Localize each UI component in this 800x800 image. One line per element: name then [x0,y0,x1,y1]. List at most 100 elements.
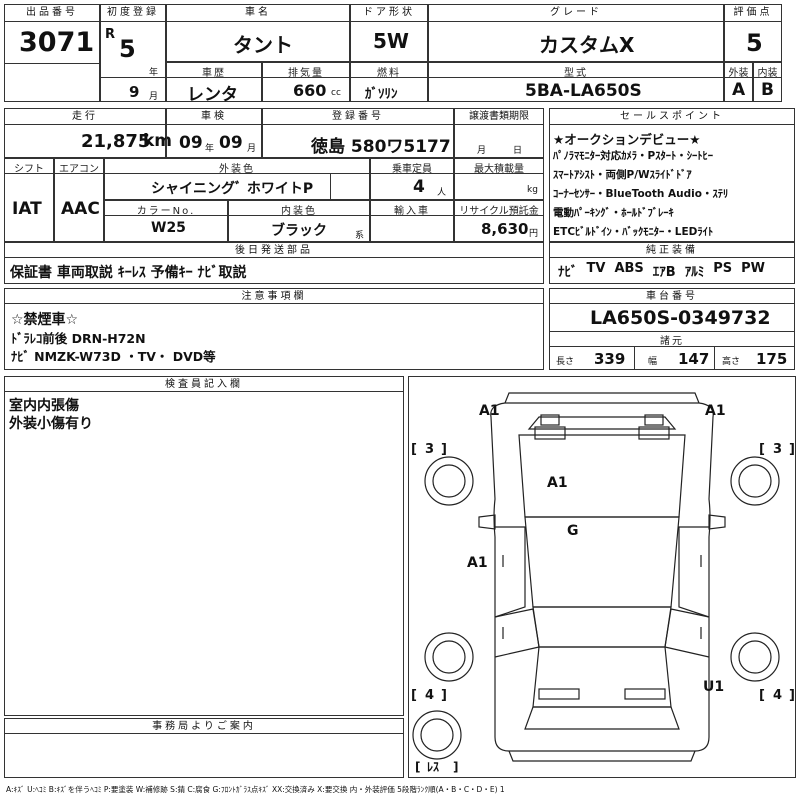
office-title: 事務局よりご案内 [5,719,403,734]
displacement: 660 [293,81,327,100]
damage-mark: A1 [467,555,488,571]
inspection-year-unit: 年 [205,144,215,154]
later-parts-text: 保証書 車両取説 ｷｰﾚｽ 予備ｷｰ ﾅﾋﾞ取説 [10,265,247,281]
mileage: 21,875 [81,131,151,152]
history: レンタ [187,85,238,105]
damage-mark: G [567,523,579,539]
inspector-panel: 検査員記入欄 室内内張傷 外装小傷有り [4,376,404,716]
displacement-label: 排気量 [288,68,324,79]
interior-grade-label: 内装 [757,68,778,79]
chassis-title: 車台番号 [550,289,794,304]
capacity-cell: 乗車定員 4 人 [370,158,454,200]
later-parts-cell: 後日発送部品 保証書 車両取説 ｷｰﾚｽ 予備ｷｰ ﾅﾋﾞ取説 [4,242,544,284]
car-name: タント [233,33,293,57]
recycle-label: リサイクル預託金 [459,206,539,217]
exterior-grade: A [732,80,746,100]
reg-no: 徳島 580ワ5177 [311,137,451,157]
score-label: 評価点 [725,5,781,22]
chassis-panel: 車台番号 LA650S-0349732 諸元 長さ 339 幅 147 高さ 1… [549,288,795,370]
recycle-cell: リサイクル預託金 8,630 円 [454,200,544,242]
model-label: 型式 [564,68,588,79]
recycle-unit: 円 [529,229,539,239]
legend-text: A:ｷｽﾞ U:ﾍｺﾐ B:ｷｽﾞを伴うﾍｺﾐ P:要塗装 W:補修跡 S:錆 … [6,785,505,794]
color-no-cell: カラーNo. W25 [104,200,228,242]
sales-points-list: ★オークションデビュー★ ﾊﾟﾉﾗﾏﾓﾆﾀｰ対応ｶﾒﾗ・Pｽﾀｰﾄ・ｼｰﾄﾋｰ … [553,129,793,243]
dims-title: 諸元 [660,336,684,347]
recycle: 8,630 [481,220,529,238]
first-reg-label: 初度登録 [101,5,165,22]
door-cell: ドア形状 5W [350,4,428,62]
color-no-label: カラーNo. [136,206,196,217]
first-reg-year-unit: 年 [149,68,159,78]
fuel-label: 燃料 [377,68,401,79]
history-cell: 車歴 レンタ [166,62,262,105]
int-color: ブラック [271,223,327,239]
mileage-cell: 走行 21,875 km [4,108,172,158]
exterior-grade-label: 外装 [728,68,749,79]
door-label: ドア形状 [351,5,427,22]
load-cell: 最大積載量 kg [454,158,544,200]
car-name-cell: 車名 タント [166,4,350,62]
int-color-cell: 内装色 ブラック 系 [228,200,370,242]
displacement-unit: cc [331,88,341,98]
width-label: 幅 [648,357,658,367]
inspection-year: 09 [179,133,203,153]
svg-text:]: ] [441,442,447,457]
first-reg-cell: 初度登録 R 5 年 9 月 [100,4,166,102]
fuel-cell: 燃料 ｶﾞｿﾘﾝ [350,62,428,102]
ext-color-cell: 外装色 シャイニングﾞ ホワイトP [104,158,370,200]
damage-mark: A1 [705,403,726,419]
height-label: 高さ [722,357,741,367]
shift-cell: シフト IAT [4,158,54,242]
notes-line: ☆禁煙車☆ [11,312,79,328]
sales-point-line: 電動ﾊﾟｰｷﾝｸﾞ・ﾎｰﾙﾄﾞﾌﾞﾚｰｷ [553,207,674,219]
length: 339 [594,350,626,368]
equipment-panel: 純正装備 ﾅﾋﾞ TV ABS ｴｱB ｱﾙﾐ PS PW [549,242,795,284]
notes-line: ﾅﾋﾞ NMZK-W73D ・TV・ DVD等 [11,349,216,364]
inspection-label: 車検 [167,109,261,125]
score-cell: 評価点 5 [724,4,782,62]
sales-point-line: ﾊﾟﾉﾗﾏﾓﾆﾀｰ対応ｶﾒﾗ・Pｽﾀｰﾄ・ｼｰﾄﾋｰ [553,150,713,162]
tire-rating: 3 [773,442,782,457]
car-diagram: A1 A1 A1 G A1 U1 [ 3 ] [ 3 ] [ 4 ] [ 4 ]… [411,392,795,774]
sales-points-panel: セールスポイント ★オークションデビュー★ ﾊﾟﾉﾗﾏﾓﾆﾀｰ対応ｶﾒﾗ・Pｽﾀ… [549,108,795,242]
svg-text:[: [ [759,688,765,703]
grade-label: グレード [429,5,723,22]
first-reg-month: 9 [129,83,140,101]
import-cell: 輸入車 [370,200,454,242]
import-label: 輸入車 [394,206,430,217]
model: 5BA-LA650S [525,81,642,101]
aircon-label: エアコン [59,164,99,175]
inspector-line: 外装小傷有り [9,416,93,432]
equipment-item: PS [713,261,733,276]
equipment-item: PW [741,261,765,276]
first-reg-year: 5 [119,35,136,63]
car-name-label: 車名 [167,5,349,22]
sales-point-line: ETCﾋﾞﾙﾄﾞｲﾝ・ﾊﾞｯｸﾓﾆﾀｰ・LEDﾗｲﾄ [553,226,714,238]
score: 5 [746,29,763,57]
sales-point-line: ｽﾏｰﾄｱｼｽﾄ・両側P/Wｽﾗｲﾄﾞﾄﾞｱ [553,169,692,181]
int-color-label: 内装色 [281,206,317,217]
inspector-line: 室内内張傷 [9,398,79,414]
reg-no-label: 登録番号 [263,109,453,125]
aircon-cell: エアコン AAC [54,158,104,242]
capacity-label: 乗車定員 [392,164,432,175]
color-no: W25 [151,220,186,236]
capacity: 4 [413,177,425,197]
equipment-item: ABS [614,261,644,276]
equipment-title: 純正装備 [550,243,794,258]
capacity-unit: 人 [437,188,447,198]
height: 175 [756,350,788,368]
spare-tire-status: ﾚｽ [427,760,439,774]
equipment-item: ﾅﾋﾞ [558,265,578,280]
svg-text:[: [ [411,442,417,457]
svg-text:]: ] [789,442,795,457]
damage-mark: A1 [547,475,568,491]
lot-number-cell: 出品番号 3071 [4,4,100,102]
ext-color: シャイニングﾞ ホワイトP [151,181,314,197]
damage-mark: A1 [479,403,500,419]
mileage-unit: km [143,131,173,151]
chassis-number: LA650S-0349732 [590,307,771,329]
notes-panel: 注意事項欄 ☆禁煙車☆ ﾄﾞﾗﾚｺ前後 DRN-H72N ﾅﾋﾞ NMZK-W7… [4,288,544,370]
doc-deadline-cell: 譲渡書類期限 月 日 [454,108,544,158]
